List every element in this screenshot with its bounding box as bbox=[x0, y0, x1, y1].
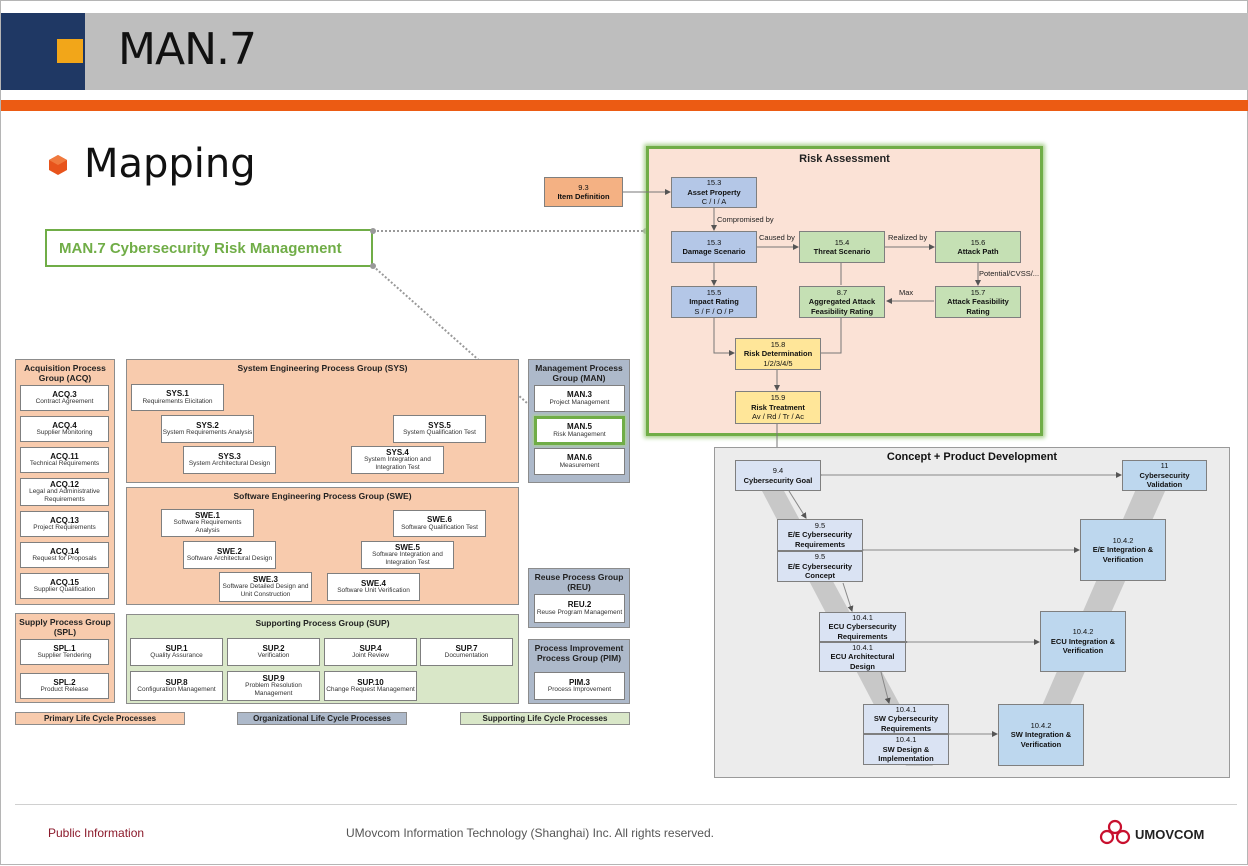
header-accent-square bbox=[57, 39, 83, 63]
sup-group-title: Supporting Process Group (SUP) bbox=[255, 618, 390, 628]
header-bar bbox=[85, 13, 1248, 90]
header-divider bbox=[1, 100, 1248, 111]
footer-divider bbox=[15, 804, 1237, 805]
label-realized-by: Realized by bbox=[888, 233, 928, 242]
risk-assessment-title: Risk Assessment bbox=[799, 153, 890, 165]
label-caused-by: Caused by bbox=[759, 233, 795, 242]
man7-label-box: MAN.7 Cybersecurity Risk Management bbox=[45, 229, 373, 267]
sys-group-title: System Engineering Process Group (SYS) bbox=[237, 363, 408, 373]
hexagon-bullet-icon bbox=[49, 155, 67, 175]
umovcom-logo-icon bbox=[1099, 819, 1131, 845]
concept-product-panel bbox=[714, 447, 1230, 778]
label-max: Max bbox=[899, 288, 914, 297]
footer-classification: Public Information bbox=[48, 826, 145, 840]
concept-product-title: Concept + Product Development bbox=[886, 451, 1058, 463]
footer-logo-text: UMOVCOM bbox=[1135, 827, 1205, 842]
reu-group-title: Reuse Process Group (REU) bbox=[534, 572, 624, 592]
pim-group-title: Process Improvement Process Group (PIM) bbox=[534, 643, 624, 663]
page-title: MAN.7 bbox=[118, 24, 257, 75]
legend-supporting: Supporting Life Cycle Processes bbox=[460, 712, 630, 725]
acq-group-title: Acquisition Process Group (ACQ) bbox=[24, 363, 106, 383]
swe-group-title: Software Engineering Process Group (SWE) bbox=[233, 491, 412, 501]
man-group-title: Management Process Group (MAN) bbox=[535, 363, 623, 383]
legend-primary: Primary Life Cycle Processes bbox=[15, 712, 185, 725]
section-title: Mapping bbox=[84, 141, 256, 187]
label-compromised-by: Compromised by bbox=[717, 215, 774, 224]
legend-organizational: Organizational Life Cycle Processes bbox=[237, 712, 407, 725]
footer-copyright: UMovcom Information Technology (Shanghai… bbox=[346, 826, 714, 840]
label-potential-cvss: Potential/CVSS/... bbox=[979, 269, 1040, 278]
spl-group-title: Supply Process Group (SPL) bbox=[19, 617, 111, 637]
